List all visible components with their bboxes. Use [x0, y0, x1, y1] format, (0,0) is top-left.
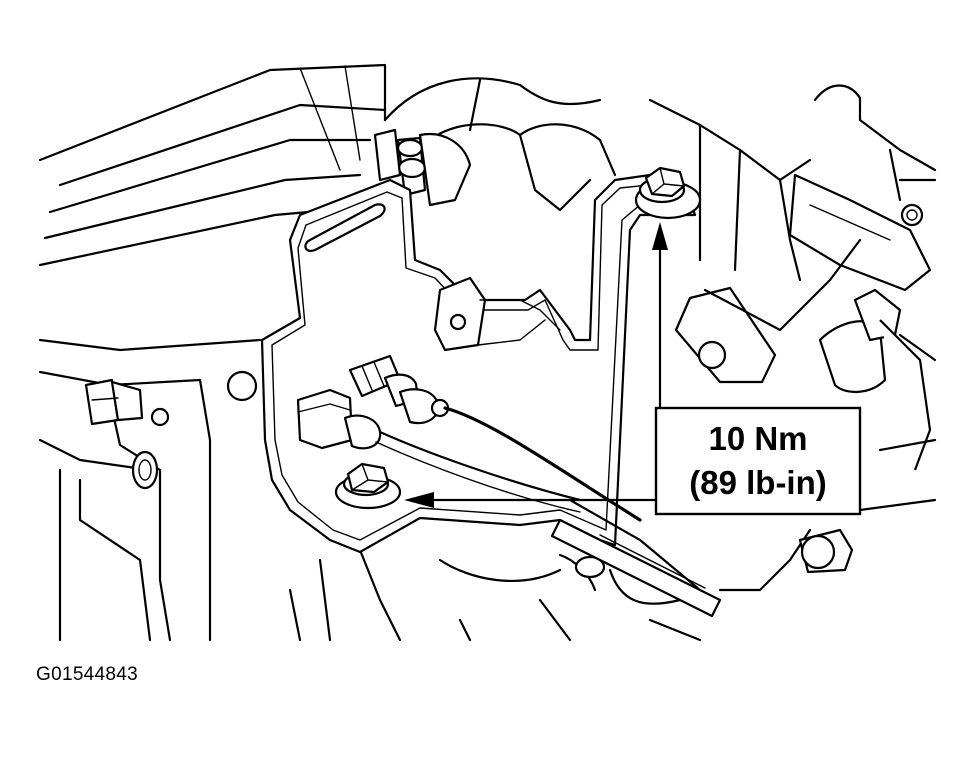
torque-nm-label: 10 Nm — [708, 420, 807, 457]
torque-spec-box: 10 Nm (89 lb-in) — [654, 406, 862, 516]
bolt-lower — [334, 462, 402, 510]
torque-lbin-label: (89 lb-in) — [689, 464, 827, 501]
bolt-top — [634, 166, 702, 220]
sensor-connector — [296, 354, 702, 592]
control-rod — [550, 518, 722, 618]
connector-left — [84, 378, 170, 427]
fastener-lower-left — [131, 450, 159, 490]
engine-housing-lower — [288, 548, 702, 642]
mounting-bracket — [260, 173, 697, 554]
callout-leaders — [404, 222, 668, 508]
linkage-right — [674, 173, 937, 592]
figure-id: G01544843 — [36, 664, 139, 685]
engine-housing-left — [38, 63, 387, 642]
hinge-stack — [373, 128, 472, 207]
arrow-up-head — [652, 222, 668, 250]
arrow-left-head — [404, 492, 434, 508]
boss-left — [226, 370, 258, 402]
intake-upper — [383, 77, 937, 282]
